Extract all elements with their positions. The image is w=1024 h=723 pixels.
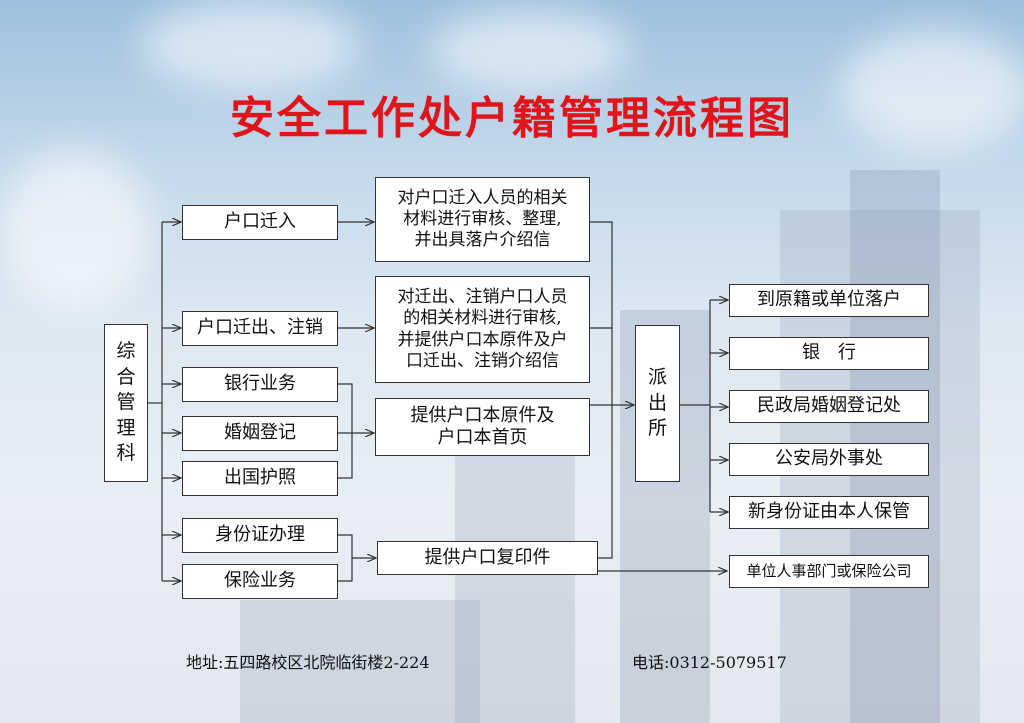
background-cloud bbox=[430, 10, 630, 90]
node-step-qianru-shenhe: 对户口迁入人员的相关 材料进行审核、整理, 并出具落户介绍信 bbox=[375, 177, 590, 262]
node-step-tigong-yuanjian: 提供户口本原件及 户口本首页 bbox=[375, 398, 590, 456]
node-step-qianchu-shenhe: 对迁出、注销户口人员 的相关材料进行审核, 并提供户口本原件及户 口迁出、注销介… bbox=[375, 276, 590, 383]
node-hunyin-dengji: 婚姻登记 bbox=[182, 416, 338, 451]
node-chuguo-huzhao: 出国护照 bbox=[182, 461, 338, 496]
node-out-shenfenzheng: 新身份证由本人保管 bbox=[729, 496, 929, 529]
node-paichusuo: 派 出 所 bbox=[635, 325, 680, 482]
node-baoxian-yewu: 保险业务 bbox=[182, 564, 338, 599]
node-out-yuanji-luohu: 到原籍或单位落户 bbox=[729, 284, 929, 317]
page-title: 安全工作处户籍管理流程图 bbox=[230, 93, 794, 144]
background-building bbox=[455, 430, 575, 723]
node-out-danwei-baoxian: 单位人事部门或保险公司 bbox=[729, 555, 929, 588]
node-out-minzhengju: 民政局婚姻登记处 bbox=[729, 390, 929, 423]
node-yinhang-yewu: 银行业务 bbox=[182, 367, 338, 402]
node-hukou-qianchu-zhuxiao: 户口迁出、注销 bbox=[182, 311, 338, 346]
footer-phone: 电话:0312-5079517 bbox=[632, 653, 787, 672]
node-out-yinhang: 银 行 bbox=[729, 337, 929, 370]
background-building bbox=[240, 600, 480, 723]
node-shenfenzheng-banli: 身份证办理 bbox=[182, 518, 338, 553]
background-cloud bbox=[840, 30, 1024, 150]
node-out-gonganju: 公安局外事处 bbox=[729, 443, 929, 476]
background-cloud bbox=[0, 150, 150, 310]
node-hukou-qianru: 户口迁入 bbox=[182, 205, 338, 240]
background-cloud bbox=[140, 0, 360, 90]
node-step-tigong-fuyinjian: 提供户口复印件 bbox=[377, 541, 598, 575]
node-zonghe-guanlike: 综 合 管 理 科 bbox=[104, 324, 148, 482]
footer-address: 地址:五四路校区北院临街楼2-224 bbox=[186, 653, 430, 672]
